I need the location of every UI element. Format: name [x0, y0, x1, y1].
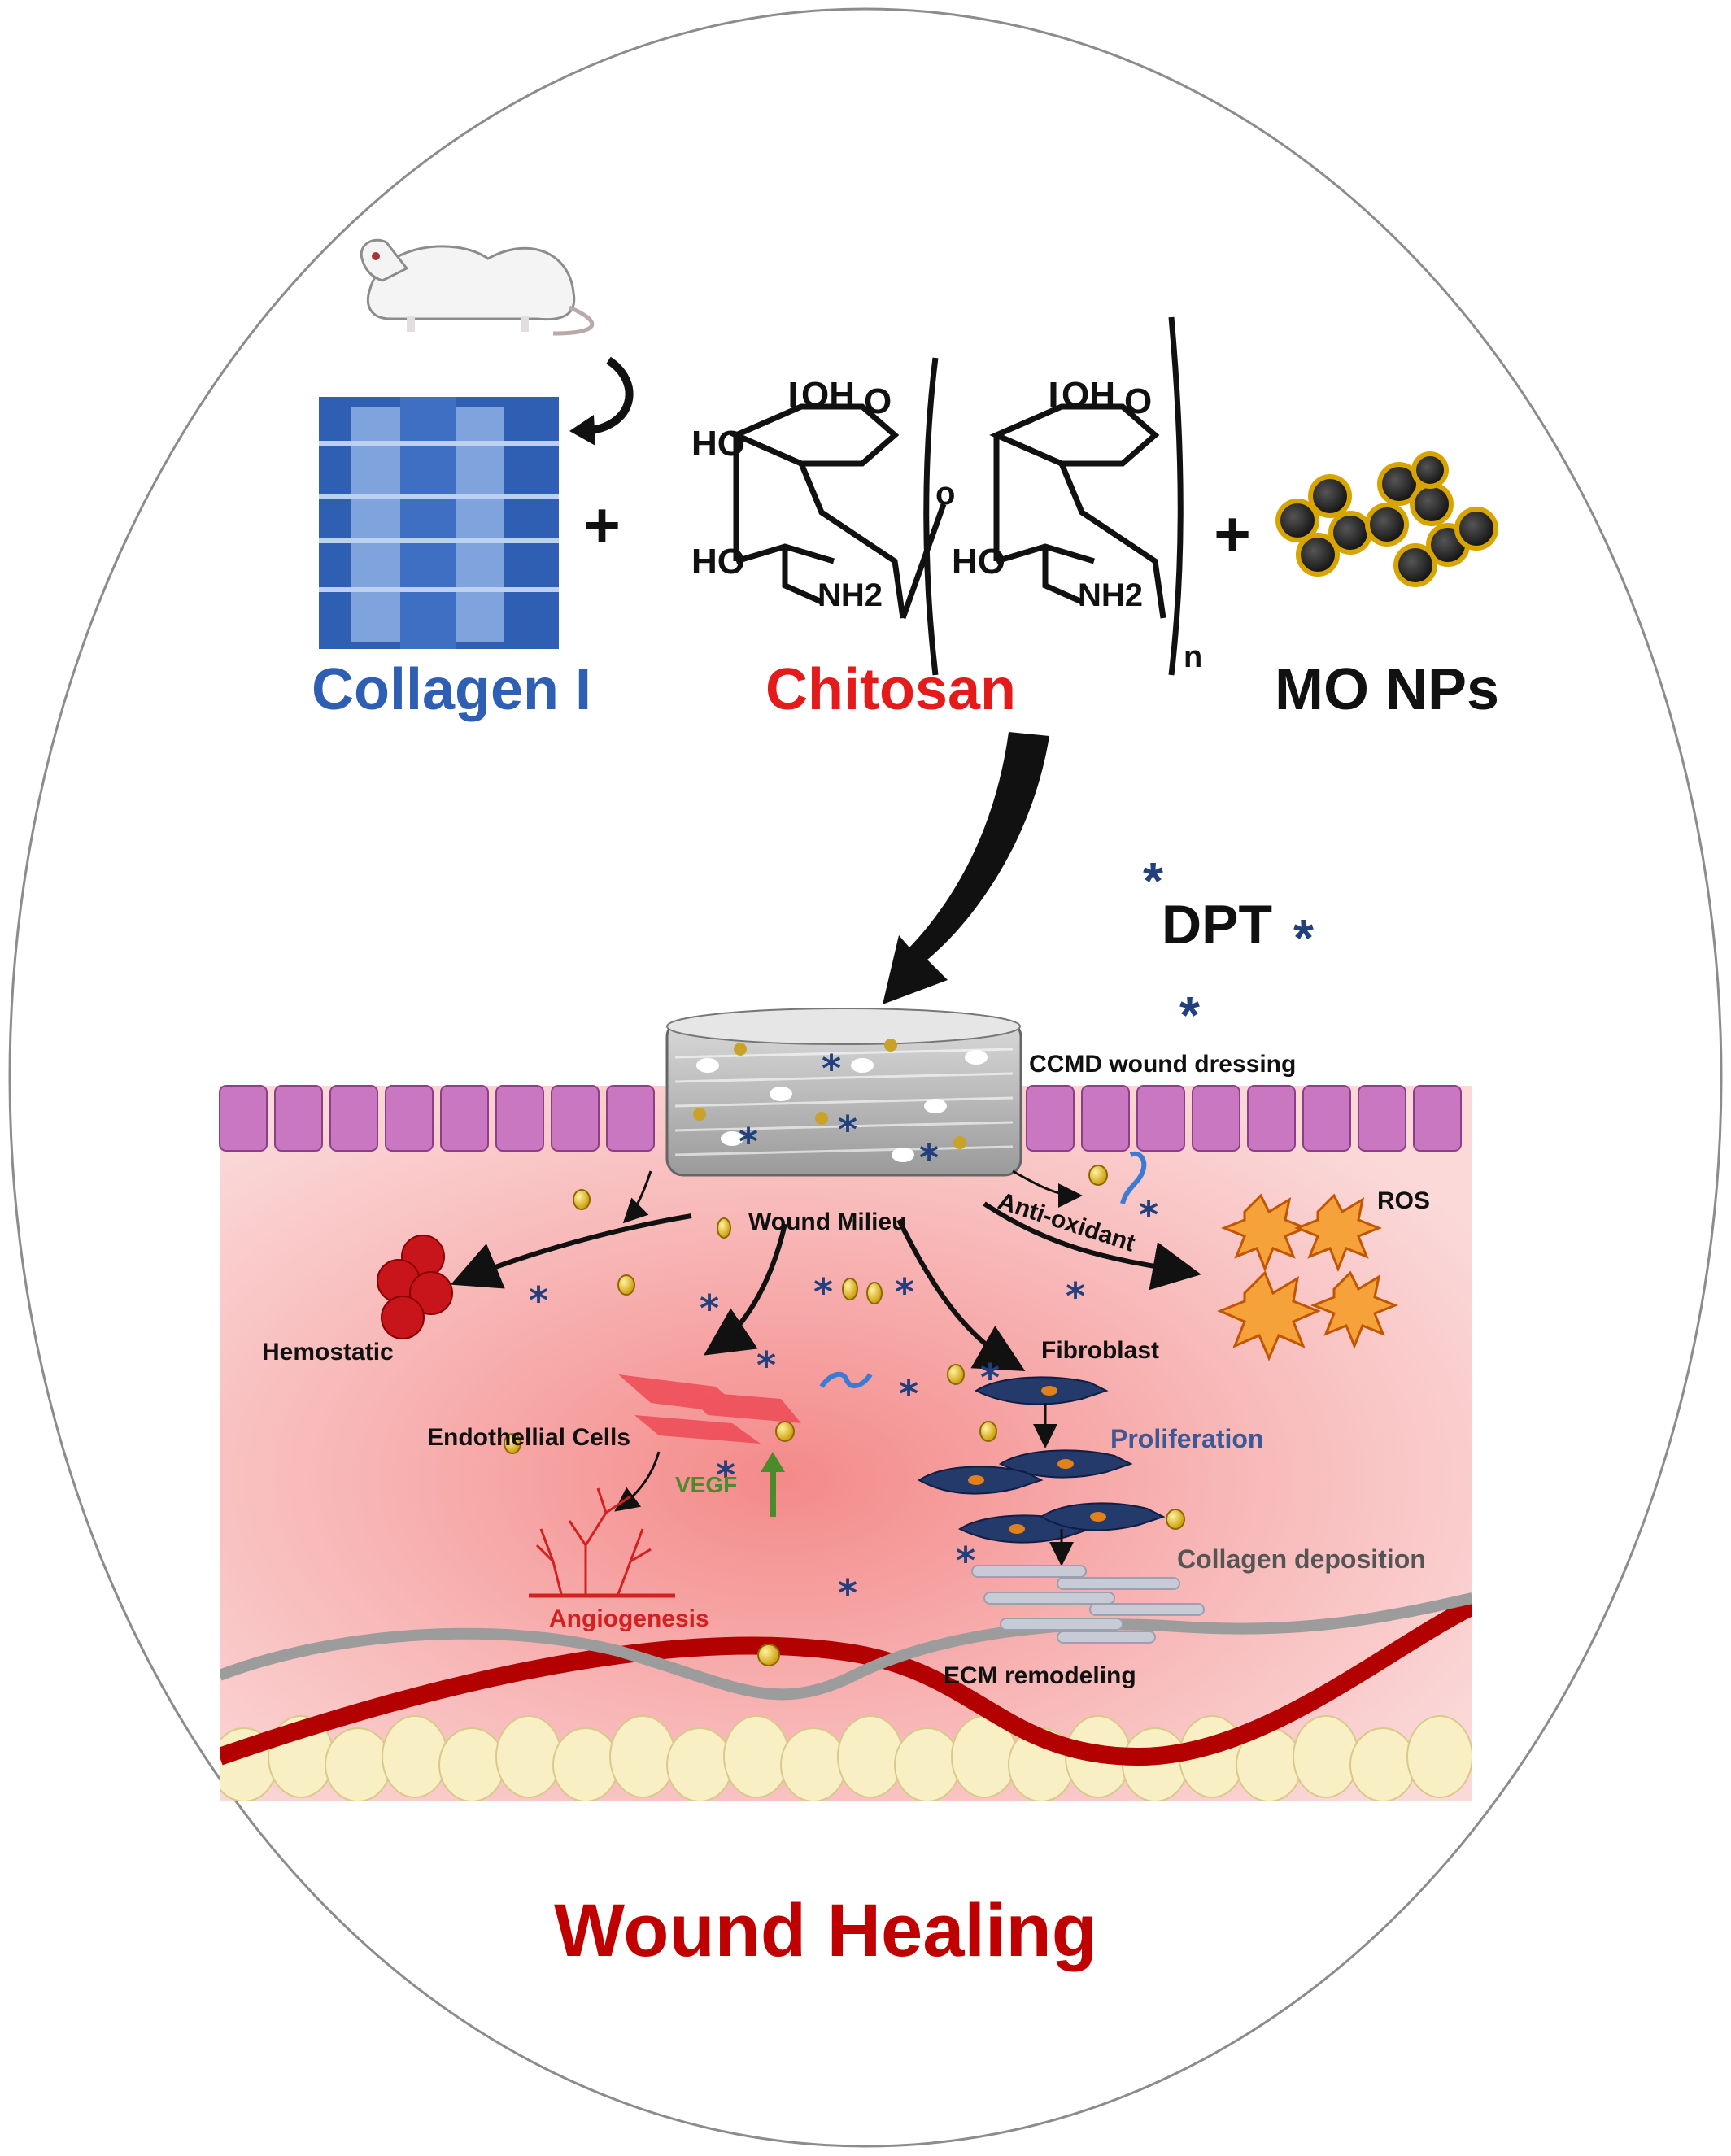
svg-text:*: *: [756, 1344, 776, 1387]
svg-text:*: *: [813, 1270, 833, 1314]
endothelial-cells-icon: [618, 1374, 801, 1444]
svg-text:*: *: [1139, 1193, 1158, 1237]
process-arrow-icon: [883, 732, 1049, 1004]
label-milieu: Wound Milieu: [748, 1209, 906, 1235]
collagen-fibers-icon: [971, 1565, 1205, 1644]
dpt-molecules-scattered: * * * * * * * * * * * * * * * *: [529, 1047, 1158, 1615]
milieu-arrows: [450, 1169, 1201, 1512]
chitosan-structure: [729, 316, 1184, 676]
label-ecm: ECM remodeling: [944, 1662, 1136, 1689]
label-ros: ROS: [1377, 1187, 1430, 1214]
chem-repeat-n: n: [1184, 640, 1202, 674]
svg-text:*: *: [716, 1453, 735, 1497]
dpt-star-icon: *: [1179, 986, 1200, 1044]
nanoparticles-scattered: [504, 1165, 1185, 1666]
squiggle-icon: [1120, 1151, 1147, 1204]
svg-text:*: *: [895, 1270, 914, 1314]
angiogenesis-icon: [529, 1487, 675, 1598]
collagen-label: Collagen I: [312, 657, 591, 722]
mo-nps-label: MO NPs: [1275, 657, 1499, 722]
dpt-label: DPT: [1162, 894, 1272, 956]
svg-text:*: *: [1066, 1274, 1085, 1318]
svg-text:*: *: [700, 1287, 719, 1331]
chem-oh-1: OH: [801, 375, 855, 415]
svg-text:*: *: [899, 1372, 918, 1416]
plus-operator-2: +: [1214, 498, 1251, 569]
squiggle-icon: [819, 1371, 873, 1388]
curved-arrow-icon: [585, 356, 634, 435]
ros-icon: [1217, 1193, 1399, 1361]
chem-o-ring-1: O: [864, 381, 892, 421]
chem-nh2-2: NH2: [1078, 577, 1143, 613]
label-collagen-deposition: Collagen deposition: [1177, 1544, 1426, 1574]
chem-o-ring-2: O: [1124, 381, 1152, 421]
label-fibroblast: Fibroblast: [1041, 1337, 1159, 1364]
label-dressing: CCMD wound dressing: [1029, 1051, 1296, 1078]
skin-tissue: [220, 1086, 1472, 1801]
dpt-star-icon: *: [1293, 908, 1314, 967]
vegf-up-arrow-icon: [761, 1452, 785, 1517]
chitosan-label: Chitosan: [765, 657, 1016, 722]
svg-text:*: *: [739, 1120, 758, 1164]
dpt-star-icon: *: [1143, 852, 1163, 910]
svg-text:*: *: [919, 1136, 939, 1180]
chem-ho-1a: HO: [691, 424, 745, 464]
title-wound-healing: Wound Healing: [554, 1889, 1097, 1972]
red-blood-cells-icon: [377, 1235, 453, 1339]
label-angiogenesis: Angiogenesis: [549, 1605, 709, 1632]
label-vegf: VEGF: [675, 1472, 737, 1497]
rat-icon: [360, 238, 595, 336]
label-proliferation: Proliferation: [1110, 1424, 1263, 1453]
chem-nh2-1: NH2: [818, 577, 883, 613]
label-hemostatic: Hemostatic: [262, 1339, 394, 1365]
chem-ho-2: HO: [952, 542, 1005, 581]
epithelium-layer: [219, 1085, 1462, 1152]
svg-text:*: *: [838, 1571, 857, 1615]
chem-bridge-o: o: [935, 476, 955, 512]
label-endothelial: Endothellial Cells: [427, 1424, 630, 1451]
chem-oh-2: OH: [1062, 375, 1115, 415]
svg-text:*: *: [980, 1356, 1000, 1400]
chem-ho-1b: HO: [691, 542, 745, 581]
svg-text:*: *: [838, 1108, 857, 1152]
plus-operator-1: +: [583, 489, 621, 560]
mo-nanoparticles-icon: [1275, 451, 1498, 587]
collagen-block-icon: [319, 397, 559, 649]
svg-text:*: *: [956, 1539, 975, 1583]
ccmd-dressing-icon: [665, 1008, 1022, 1177]
svg-text:*: *: [529, 1278, 548, 1322]
svg-text:*: *: [822, 1047, 841, 1091]
